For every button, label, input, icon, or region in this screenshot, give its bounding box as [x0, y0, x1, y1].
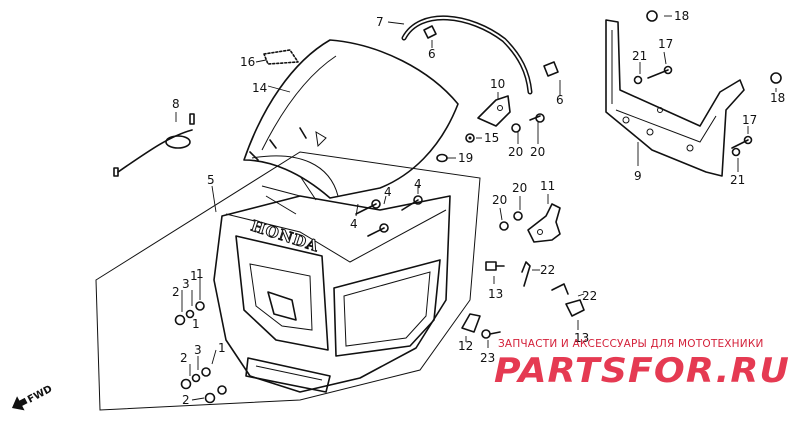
- label-15: 15: [484, 131, 499, 145]
- windscreen: [243, 39, 459, 199]
- fwd-label: FWD: [26, 384, 54, 406]
- label-18-top: 18: [674, 9, 689, 23]
- nut-18b: [770, 72, 782, 84]
- label-20-a: 20: [508, 145, 523, 159]
- label-4-mid: 4: [384, 185, 392, 199]
- clip-22b: [551, 283, 569, 295]
- fairing-reference-outline: [95, 151, 481, 411]
- screw-4c: [367, 223, 389, 237]
- bracket-12: [461, 313, 481, 333]
- washer-21a: [633, 75, 643, 85]
- washer-21b: [731, 147, 741, 157]
- stack-lower: [180, 367, 211, 390]
- label-1-mid: 1: [190, 269, 198, 283]
- label-19: 19: [458, 151, 473, 165]
- label-12: 12: [458, 339, 473, 353]
- label-20-c: 20: [512, 181, 527, 195]
- label-23: 23: [480, 351, 495, 365]
- label-3-upper: 3: [182, 277, 190, 291]
- stack-bottom: [204, 385, 227, 404]
- stack-upper: [174, 301, 205, 326]
- label-22-lower: 22: [582, 289, 597, 303]
- wire-8: [113, 113, 195, 177]
- label-18-right: 18: [770, 91, 785, 105]
- label-1-lower: 1: [218, 341, 226, 355]
- label-17-right: 17: [742, 113, 757, 127]
- label-22-upper: 22: [540, 263, 555, 277]
- arrow-left-icon: [11, 396, 28, 411]
- emblem-16: [263, 49, 299, 65]
- watermark: ЗАПЧАСТИ И АКСЕССУАРЫ ДЛЯ МОТОТЕХНИКИ PA…: [494, 338, 790, 391]
- nut-20a: [511, 123, 521, 133]
- label-6-right: 6: [556, 93, 564, 107]
- label-4-left: 4: [350, 217, 358, 231]
- label-17-left: 17: [658, 37, 673, 51]
- bracket-11: [527, 203, 561, 243]
- label-21-right: 21: [730, 173, 745, 187]
- label-13-right: 13: [574, 331, 589, 345]
- trim-strip: [401, 15, 533, 95]
- watermark-title: PARTSFOR.RU: [494, 351, 790, 391]
- bolt-13a: [485, 261, 505, 271]
- label-8: 8: [172, 97, 180, 111]
- screw-4b: [401, 195, 423, 211]
- label-9: 9: [634, 169, 642, 183]
- label-14: 14: [252, 81, 267, 95]
- nut-20b: [529, 113, 545, 123]
- label-16: 16: [240, 55, 255, 69]
- clip-22a: [521, 261, 531, 287]
- label-2-lower: 2: [180, 351, 188, 365]
- label-5: 5: [207, 173, 215, 187]
- cap-6a: [423, 25, 437, 39]
- screw-4a: [355, 199, 381, 215]
- bolt-13b: [565, 299, 585, 317]
- screw-23: [481, 329, 501, 339]
- label-2-upper: 2: [172, 285, 180, 299]
- grommet-19: [436, 153, 448, 163]
- cap-6b: [543, 61, 559, 77]
- label-10: 10: [490, 77, 505, 91]
- nut-20c: [499, 221, 509, 231]
- mounting-stay: [605, 19, 745, 177]
- label-11: 11: [540, 179, 555, 193]
- label-1-upper: 1: [192, 317, 200, 331]
- leader-lines: [175, 15, 777, 401]
- nut-20d: [513, 211, 523, 221]
- bracket-10: [477, 95, 511, 127]
- bolt-17a: [647, 65, 673, 79]
- label-1-top: 1: [196, 267, 204, 281]
- label-21-left: 21: [632, 49, 647, 63]
- label-7: 7: [376, 15, 384, 29]
- label-4-right: 4: [414, 177, 422, 191]
- label-6-left: 6: [428, 47, 436, 61]
- watermark-subtitle: ЗАПЧАСТИ И АКСЕССУАРЫ ДЛЯ МОТОТЕХНИКИ: [498, 338, 764, 350]
- grommet-15: [465, 133, 475, 143]
- forward-direction-indicator: FWD: [11, 384, 54, 411]
- label-20-b: 20: [530, 145, 545, 159]
- label-2-bottom: 2: [182, 393, 190, 407]
- label-3-lower: 3: [194, 343, 202, 357]
- fasteners: [113, 10, 782, 404]
- label-13-left: 13: [488, 287, 503, 301]
- label-20-d: 20: [492, 193, 507, 207]
- bolt-17b: [731, 135, 753, 149]
- part-labels: 1 1 1 1 2 2 2 3 3 4 4 4 5 6 6 7 8 9 10 1…: [172, 9, 785, 407]
- honda-logo-text: HONDA: [249, 217, 322, 256]
- fairing-body: HONDA: [213, 175, 451, 393]
- nut-18a: [646, 10, 658, 22]
